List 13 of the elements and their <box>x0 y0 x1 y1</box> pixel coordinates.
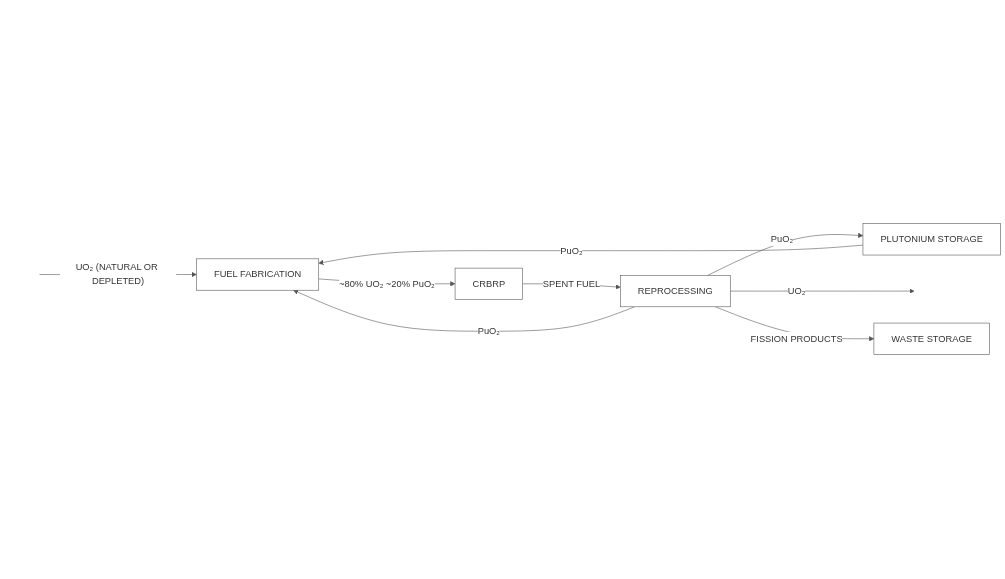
node-box: REPROCESSING <box>620 275 731 308</box>
node-box: PLUTONIUM STORAGE <box>862 223 1001 256</box>
edge-label: PuO₂ <box>770 234 794 245</box>
edge-label: PuO₂ <box>477 326 500 337</box>
edge-label: UO₂ <box>787 286 806 297</box>
edge-label: PuO₂ <box>560 245 583 256</box>
edge-label: UO₂ (NATURAL OR DEPLETED) <box>75 262 158 287</box>
node-box: FUEL FABRICATION <box>196 258 320 291</box>
edge-label: SPENT FUEL <box>542 279 601 289</box>
node-box: WASTE STORAGE <box>873 323 990 356</box>
edge-label: FISSION PRODUCTS <box>750 333 843 344</box>
edge-label: ~80% UO₂ ~20% PuO₂ <box>339 279 435 289</box>
node-box: CRBRP <box>454 268 523 301</box>
